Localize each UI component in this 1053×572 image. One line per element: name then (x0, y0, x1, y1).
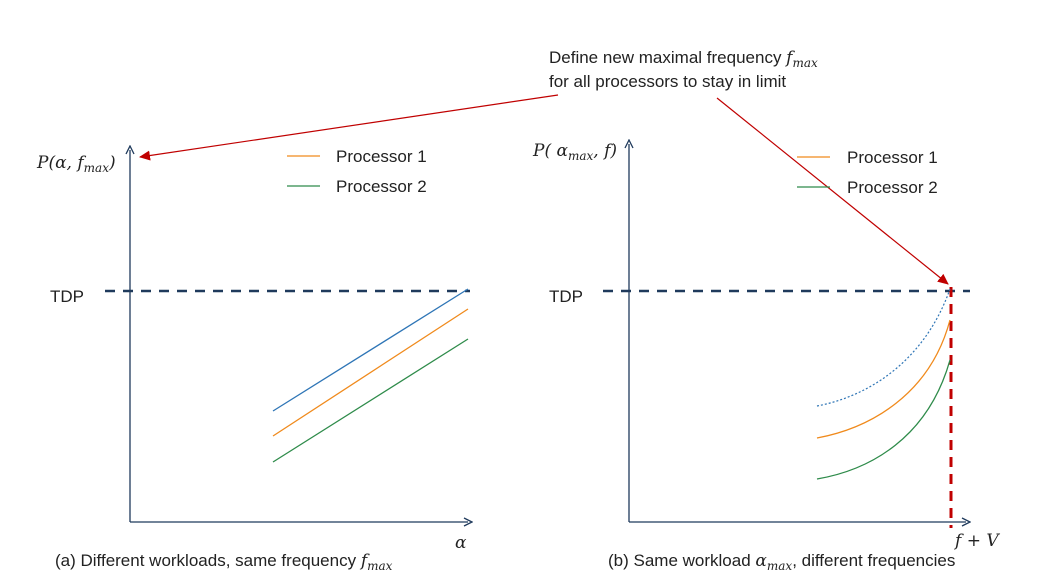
left-reference-line (272, 288, 469, 412)
callout-line2: for all processors to stay in limit (549, 72, 786, 91)
right-y-axis-label: P( αmax, f) (532, 141, 617, 163)
right-tdp-label: TDP (549, 287, 583, 306)
callout-line1: Define new maximal frequency fmax (549, 48, 818, 70)
right-panel: P( αmax, f) f + V TDP Processor 1 Proces… (532, 141, 1000, 572)
left-legend-processor2: Processor 2 (336, 177, 427, 196)
callout-arrow-right (716, 97, 949, 285)
left-processor1-line (272, 308, 469, 437)
right-reference-curve (816, 288, 951, 407)
callout-arrow-left (139, 94, 559, 161)
left-panel: P(α, fmax) α TDP Processor 1 Processor 2… (36, 147, 470, 572)
left-processor2-line (272, 338, 469, 463)
right-legend-processor1: Processor 1 (847, 148, 938, 167)
right-x-axis-label: f + V (953, 531, 1000, 551)
left-legend-processor1: Processor 1 (336, 147, 427, 166)
right-legend-processor2: Processor 2 (847, 178, 938, 197)
left-x-axis-label: α (455, 533, 467, 553)
left-caption: (a) Different workloads, same frequency … (55, 551, 393, 572)
right-processor2-curve (816, 359, 951, 480)
right-caption: (b) Same workload αmax, different freque… (608, 551, 955, 572)
right-processor1-curve (816, 319, 951, 439)
left-y-axis-label: P(α, fmax) (36, 153, 116, 175)
left-tdp-label: TDP (50, 287, 84, 306)
